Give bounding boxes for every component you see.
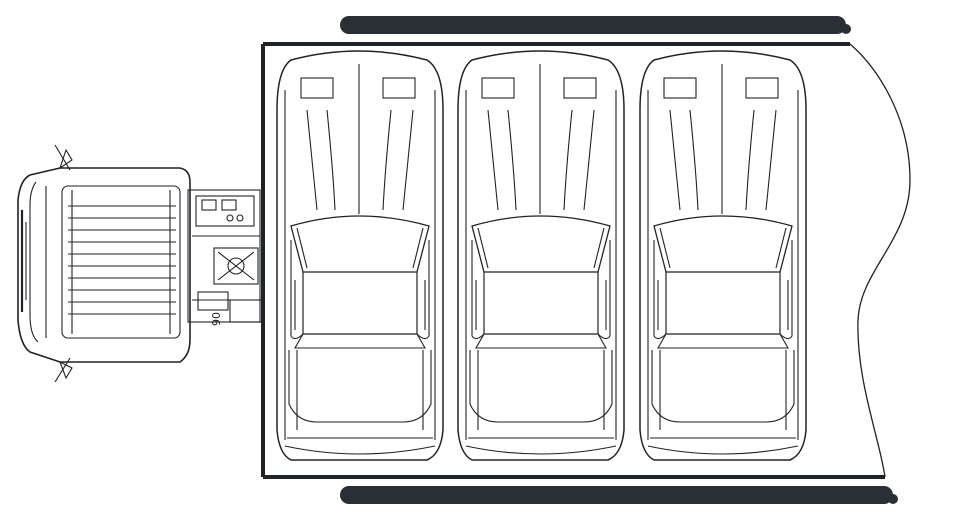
truck-cab-icon: 90: [17, 144, 263, 383]
cab-roof-slats: [61, 185, 181, 339]
car-icon: [639, 50, 807, 461]
car-row: [276, 50, 807, 461]
car-icon: [457, 50, 625, 461]
bottom-rail: [340, 486, 898, 504]
chassis: [187, 189, 263, 323]
top-rail: [340, 16, 851, 34]
car-icon: [276, 50, 444, 461]
left-mirror: [58, 148, 73, 170]
cab-label: 90: [210, 312, 223, 326]
trailer-deck: [261, 42, 911, 479]
